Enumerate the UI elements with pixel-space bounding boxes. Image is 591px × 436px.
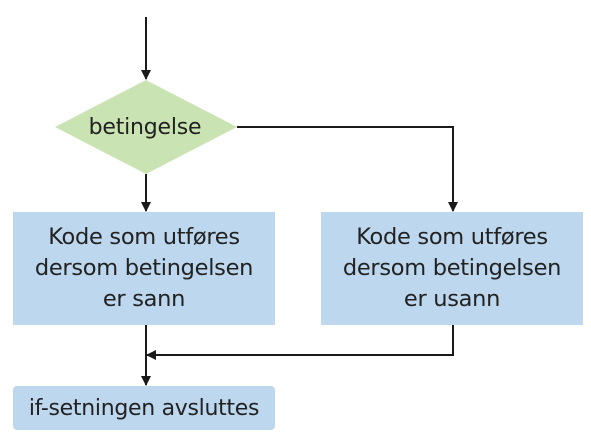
end-box: if-setningen avsluttes: [13, 386, 275, 430]
true-branch-box: Kode som utføres dersom betingelsen er s…: [13, 212, 275, 325]
condition-label: betingelse: [88, 114, 202, 140]
merge-arrow: [146, 325, 454, 360]
false-branch-box: Kode som utføres dersom betingelsen er u…: [321, 212, 583, 325]
false-branch-arrow: [237, 126, 458, 212]
condition-diamond: [55, 80, 237, 174]
true-branch-label: Kode som utføres dersom betingelsen er s…: [34, 224, 254, 312]
false-branch-label: Kode som utføres dersom betingelsen er u…: [342, 224, 562, 312]
end-label: if-setningen avsluttes: [28, 395, 260, 421]
